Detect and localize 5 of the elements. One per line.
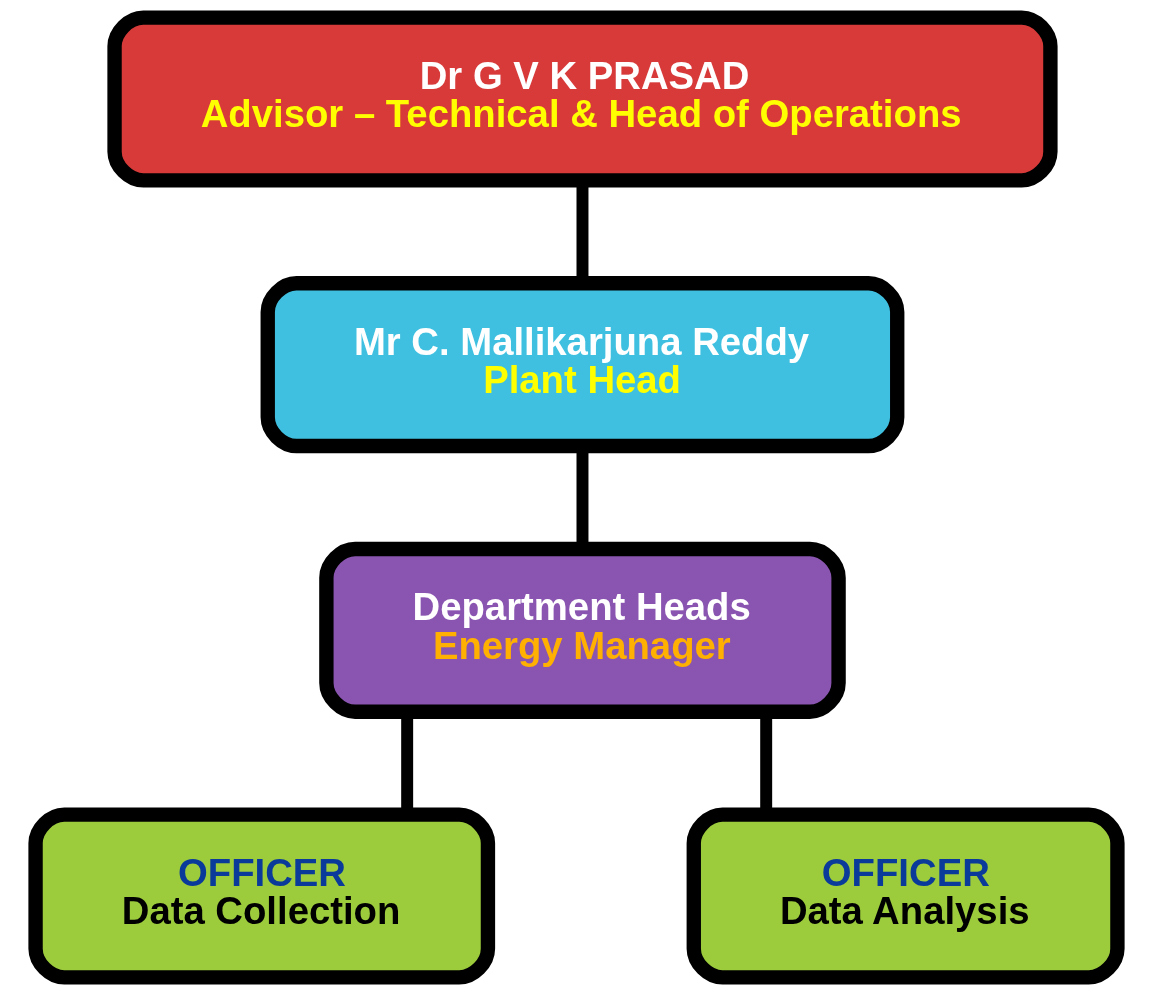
node-box: Dr G V K PRASAD Advisor – Technical & Head of Operations	[106, 10, 1058, 188]
node-box: Mr C. Mallikarjuna Reddy Plant Head	[260, 276, 904, 454]
node-box: Department Heads Energy Manager	[318, 541, 846, 719]
node-box: OFFICER Data Analysis	[686, 807, 1125, 985]
node-box: OFFICER Data Collection	[27, 807, 495, 985]
